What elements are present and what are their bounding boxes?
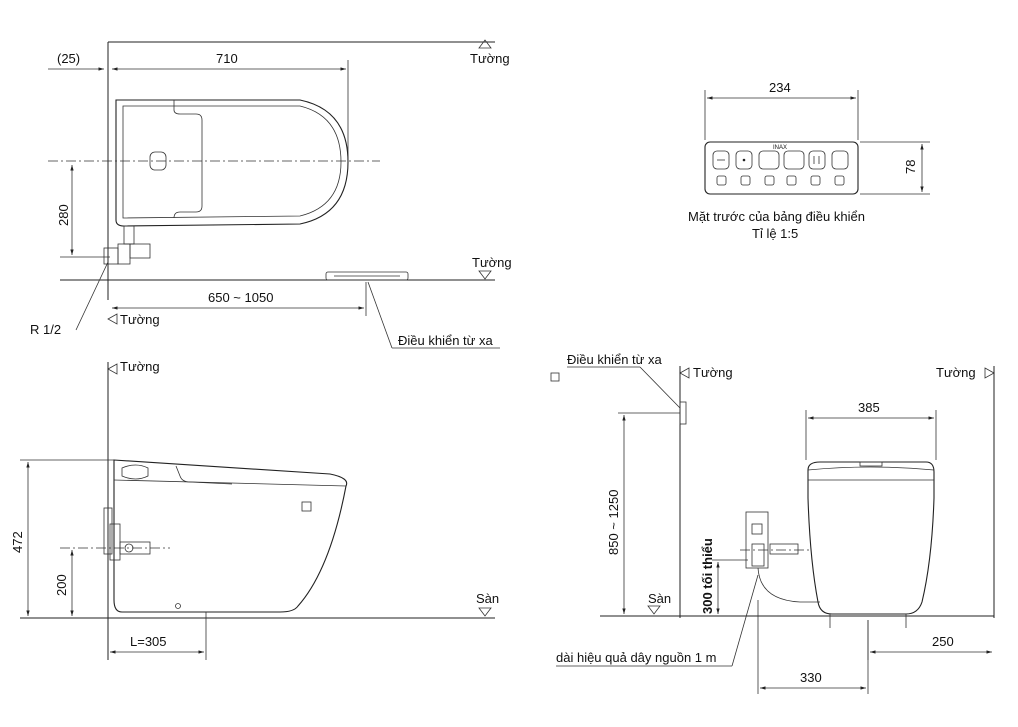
side-control-button xyxy=(121,464,149,480)
valve-pipe xyxy=(129,243,151,259)
label-cable: dài hiệu quả dây nguồn 1 m xyxy=(556,650,716,665)
leader-r12 xyxy=(75,261,109,331)
toilet-front-outline xyxy=(807,461,935,615)
panel-button-6 xyxy=(831,150,849,170)
wall-triangle-mid xyxy=(478,270,492,280)
label-r12: R 1/2 xyxy=(30,322,61,337)
label-dim-300: 300 tối thiểu xyxy=(700,538,715,614)
valve-stem xyxy=(123,225,135,245)
lid-hinge xyxy=(175,465,233,485)
front-floor-triangle xyxy=(647,605,661,615)
toilet-side-outline xyxy=(113,459,348,613)
panel-brand: INAX xyxy=(773,145,787,151)
panel-small-button-6 xyxy=(834,175,845,186)
label-dim-650-1050: 650 ~ 1050 xyxy=(208,290,273,305)
side-sensor-marker xyxy=(301,501,312,512)
panel-small-button-5 xyxy=(810,175,821,186)
valve-fitting xyxy=(117,243,131,265)
panel-small-button-4 xyxy=(786,175,797,186)
front-lid-hinge xyxy=(859,461,883,467)
stray-marker xyxy=(550,372,560,382)
label-floor-left: Sàn xyxy=(476,591,499,606)
panel-button-3 xyxy=(758,150,780,170)
front-remote-panel xyxy=(679,401,687,425)
front-valve-body xyxy=(751,543,765,567)
front-wall-right-triangle xyxy=(984,367,995,379)
label-dim-710: 710 xyxy=(216,51,238,66)
valve-body xyxy=(103,247,119,265)
label-dim-234: 234 xyxy=(769,80,791,95)
label-floor-right: Sàn xyxy=(648,591,671,606)
top-view: Tường Tường Tường (25) 710 280 R 1/2 650… xyxy=(30,39,512,349)
panel-small-button-1 xyxy=(716,175,727,186)
label-front-remote: Điều khiển từ xa xyxy=(567,352,662,367)
wall-triangle-left xyxy=(107,313,118,325)
label-dim-850-1250: 850 ~ 1250 xyxy=(606,490,621,555)
label-dim-l305: L=305 xyxy=(130,634,167,649)
label-dim-25: (25) xyxy=(57,51,80,66)
label-wall-top: Tường xyxy=(470,51,510,66)
front-view: Điều khiển từ xa Tường Tường Sàn 850 ~ 1… xyxy=(550,352,995,694)
label-dim-385: 385 xyxy=(858,400,880,415)
front-outlet-box xyxy=(745,511,769,569)
label-dim-330: 330 xyxy=(800,670,822,685)
label-front-wall-right: Tường xyxy=(936,365,976,380)
front-outlet-socket xyxy=(751,523,763,535)
panel-small-button-3 xyxy=(764,175,775,186)
front-hose xyxy=(769,543,799,555)
panel-scale: Tỉ lệ 1:5 xyxy=(752,226,798,241)
label-dim-250: 250 xyxy=(932,634,954,649)
toilet-top-inner xyxy=(122,105,342,219)
panel-dot-icon xyxy=(742,158,746,162)
wall-triangle-top xyxy=(478,39,492,49)
leader-front-remote xyxy=(639,366,681,409)
remote-top-view xyxy=(325,271,409,281)
front-feet xyxy=(829,614,907,628)
seat-line xyxy=(113,479,347,487)
panel-stop-button xyxy=(712,150,730,170)
label-side-wall: Tường xyxy=(120,359,160,374)
label-dim-280: 280 xyxy=(56,204,71,226)
leader-cable xyxy=(731,574,759,667)
side-valve-bracket xyxy=(103,507,113,555)
tank-cover xyxy=(173,100,203,219)
front-lid-line xyxy=(807,466,935,471)
label-wall-mid: Tường xyxy=(472,255,512,270)
side-floor-triangle xyxy=(478,607,492,617)
power-cable xyxy=(757,567,820,603)
label-dim-78: 78 xyxy=(903,160,918,174)
label-remote: Điều khiển từ xa xyxy=(398,333,493,348)
label-wall-left: Tường xyxy=(120,312,160,327)
leader-remote xyxy=(367,281,393,349)
front-wall-left-triangle xyxy=(679,367,690,379)
panel-button-5 xyxy=(808,150,826,170)
panel-small-button-2 xyxy=(740,175,751,186)
panel-button-4 xyxy=(783,150,805,170)
label-dim-200: 200 xyxy=(54,574,69,596)
control-panel-view: 234 INAX 78 Mặt trước của bảng điều khiể… xyxy=(688,80,930,241)
drain-hole xyxy=(175,603,181,609)
panel-caption: Mặt trước của bảng điều khiển xyxy=(688,209,865,224)
label-dim-472: 472 xyxy=(10,531,25,553)
label-front-wall-left: Tường xyxy=(693,365,733,380)
side-view: Tường Sàn 472 200 L=305 xyxy=(10,359,499,660)
side-wall-triangle xyxy=(107,363,118,375)
toilet-top-outline xyxy=(115,99,349,227)
panel-button-2 xyxy=(735,150,753,170)
